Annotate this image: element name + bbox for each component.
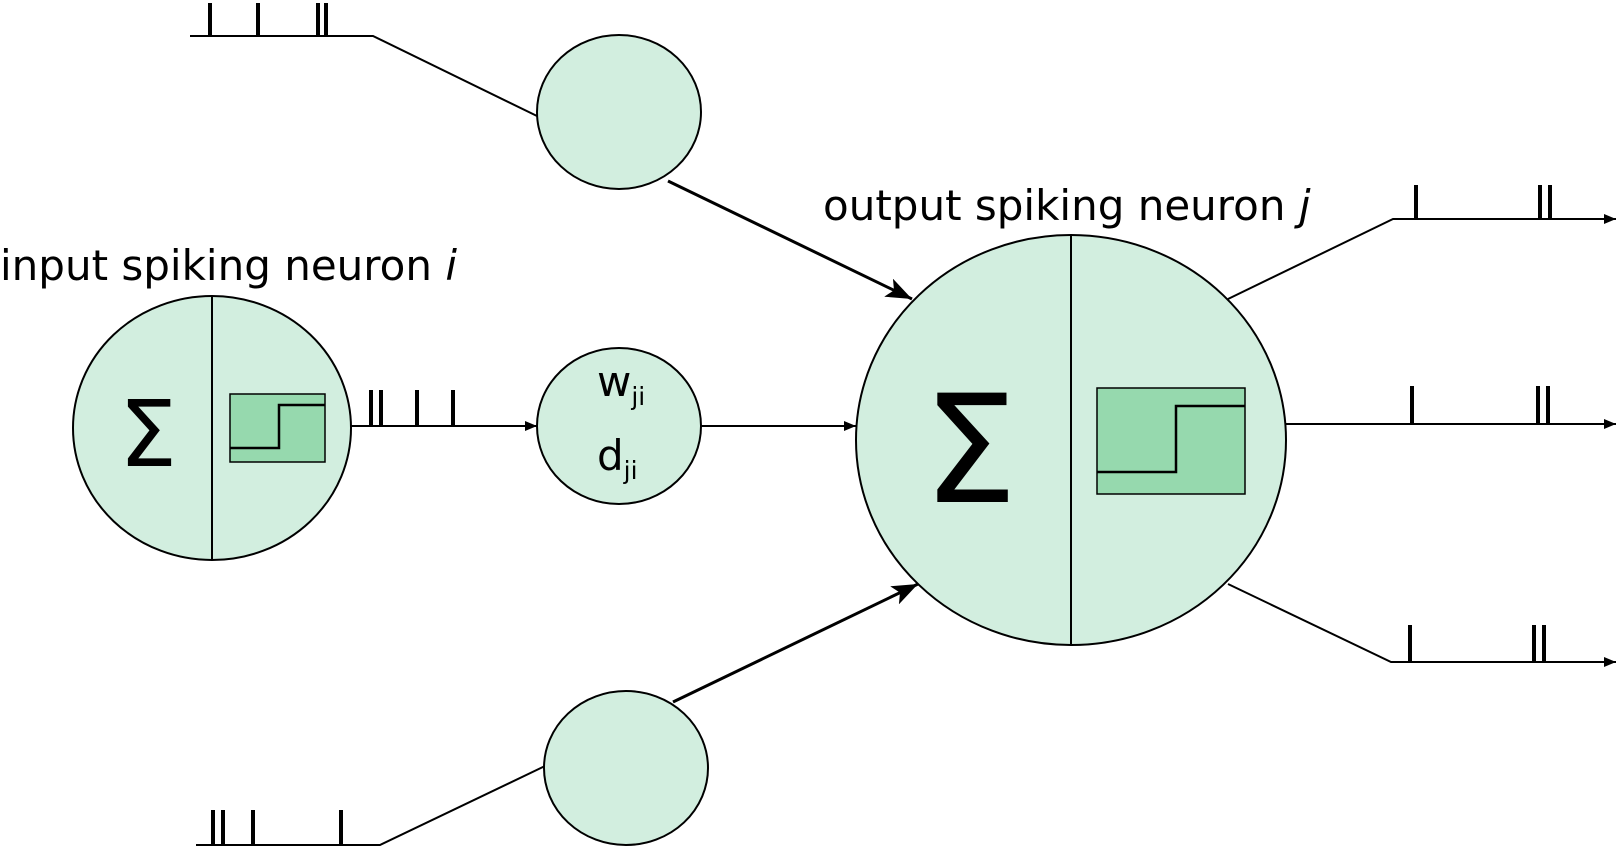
output-sum-symbol: Σ <box>923 364 1018 538</box>
bottom-synapse-node <box>543 690 709 846</box>
input-sum-symbol: Σ <box>119 381 177 488</box>
input-neuron: Σ <box>72 295 352 561</box>
synaptic-weight-label: wji <box>597 357 645 411</box>
bottom-synapse-arrow <box>672 582 919 704</box>
bottom-input-spike-train <box>196 765 546 846</box>
top-synapse-node <box>536 34 702 190</box>
input-neuron-output-spike-train <box>351 390 537 431</box>
output-spike-train-top <box>1227 185 1616 300</box>
output-neuron-label: output spiking neuron j <box>823 181 1311 230</box>
middle-synapse-node: wji dji <box>536 347 702 505</box>
top-synapse-arrow <box>667 179 913 301</box>
output-spike-train-middle <box>1286 386 1616 429</box>
output-spike-train-bottom <box>1227 583 1616 667</box>
synaptic-delay-label: dji <box>597 431 638 485</box>
output-neuron: Σ <box>855 234 1287 646</box>
input-neuron-label: input spiking neuron i <box>0 241 457 290</box>
output-activation-step-icon <box>1096 387 1246 495</box>
top-input-spike-train <box>190 3 538 117</box>
input-activation-step-icon <box>229 393 326 463</box>
